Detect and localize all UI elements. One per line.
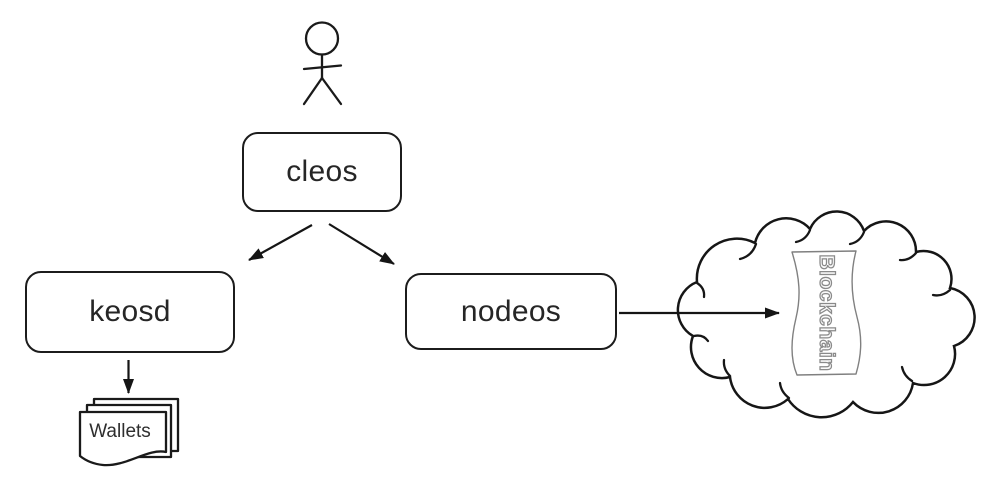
wallets-document-stack [78, 397, 180, 467]
wallet-page-front [78, 410, 168, 467]
node-nodeos-label: nodeos [460, 294, 562, 328]
edge-cleos-nodeos [328, 223, 395, 265]
blockchain-label: Blockchain [814, 254, 838, 372]
edge-cleos-keosd [248, 224, 313, 261]
node-cleos: cleos [242, 132, 402, 212]
cloud-scallop-curls [692, 228, 952, 400]
node-keosd-label: keosd [89, 295, 171, 328]
actor-person-icon [302, 21, 343, 106]
node-nodeos: nodeos [405, 273, 617, 350]
diagram-edges [123, 223, 780, 394]
blockchain-cloud-shape [676, 210, 976, 419]
node-cleos-label: cleos [286, 155, 358, 188]
wallets-label: Wallets [89, 421, 151, 442]
node-keosd: keosd [25, 271, 235, 353]
blockchain-scroll-shape [791, 250, 862, 376]
